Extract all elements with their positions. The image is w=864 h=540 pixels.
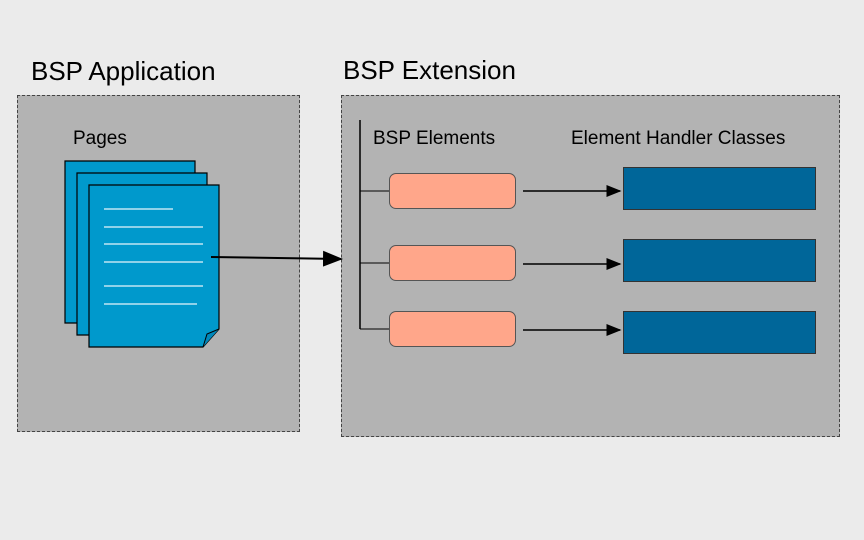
element-handler-box-1 bbox=[623, 167, 816, 210]
pages-label: Pages bbox=[73, 128, 127, 149]
bsp-extension-title: BSP Extension bbox=[343, 55, 516, 85]
element-handler-classes-label: Element Handler Classes bbox=[571, 128, 786, 149]
element-handler-box-3 bbox=[623, 311, 816, 354]
bsp-element-box-2 bbox=[389, 245, 516, 281]
element-handler-box-2 bbox=[623, 239, 816, 282]
page-stack-icon bbox=[64, 160, 220, 348]
bsp-elements-label: BSP Elements bbox=[373, 128, 496, 149]
bsp-element-box-3 bbox=[389, 311, 516, 347]
bsp-element-box-1 bbox=[389, 173, 516, 209]
pages-to-extension-arrow bbox=[210, 250, 343, 267]
bsp-application-title: BSP Application bbox=[31, 56, 216, 86]
